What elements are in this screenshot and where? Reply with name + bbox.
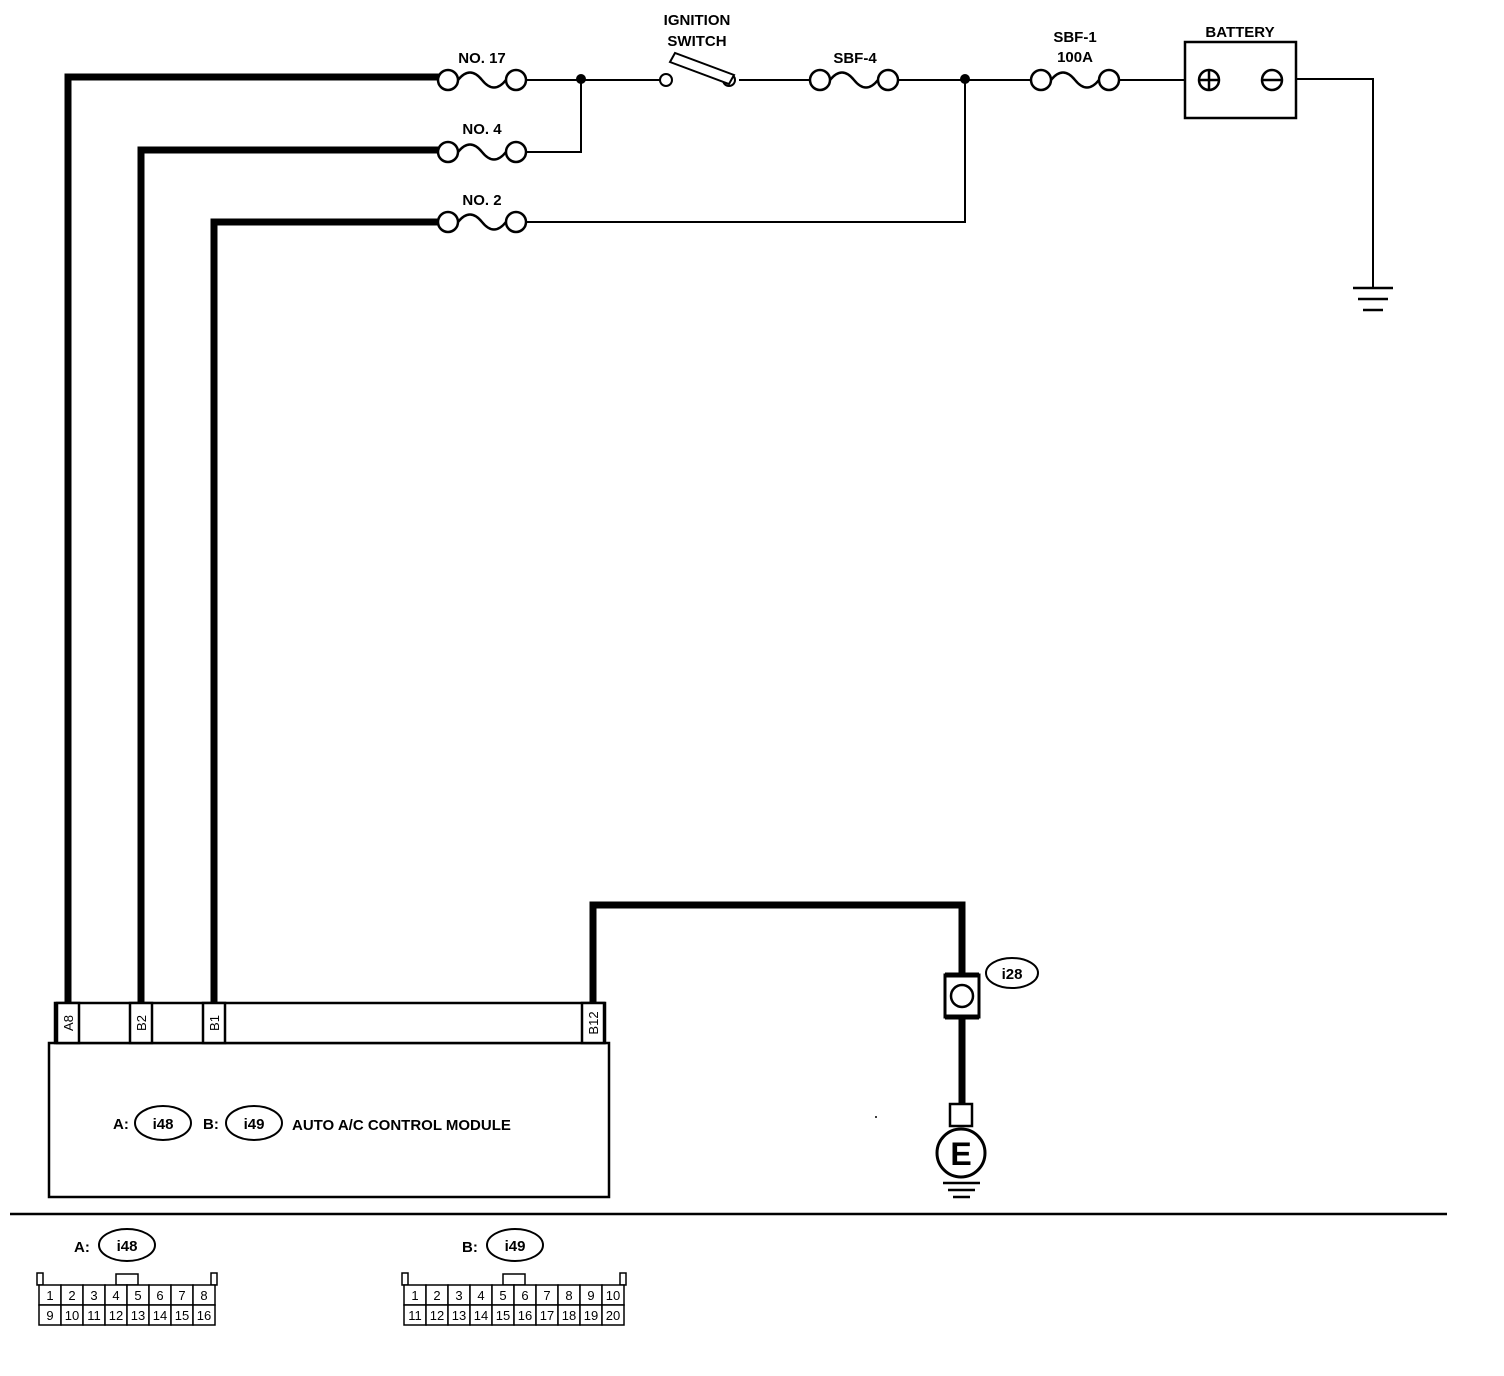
connector-pin-number: 10: [65, 1308, 79, 1323]
connector-pin-number: 9: [587, 1288, 594, 1303]
connector-pin-cell: [601, 1304, 625, 1326]
connector-pin-cell: [192, 1304, 216, 1326]
ignition-switch: [659, 51, 736, 87]
module-conn-a-prefix: A:: [113, 1116, 129, 1133]
connector-pin-number: 15: [175, 1308, 189, 1323]
connector-pin-number: 1: [46, 1288, 53, 1303]
connector-pin-number: 16: [518, 1308, 532, 1323]
ground-connector-i28: [943, 972, 981, 1020]
pin-b12-label: B12: [586, 1011, 601, 1034]
fuse-sbf1-label: SBF-1: [1053, 29, 1096, 46]
module-name: AUTO A/C CONTROL MODULE: [292, 1117, 511, 1134]
connector-pin-number: 4: [112, 1288, 119, 1303]
fuse-sbf4: [808, 68, 900, 92]
ground-icon: [943, 1181, 980, 1199]
fuse-sbf1: [1029, 68, 1121, 92]
fuse-no17-label: NO. 17: [458, 50, 506, 67]
fuse-no2-label: NO. 2: [462, 192, 501, 209]
battery-label: BATTERY: [1205, 24, 1274, 41]
connector-b-id: i49: [505, 1238, 526, 1255]
ground-icon: [1353, 286, 1393, 312]
connector-pin-number: 5: [499, 1288, 506, 1303]
connector-i28-tag: [985, 957, 1039, 989]
ignition-switch-label-line2: SWITCH: [667, 33, 726, 50]
connector-pin-number: 20: [606, 1308, 620, 1323]
pin-a8-label: A8: [61, 1015, 76, 1031]
control-module: [47, 1001, 611, 1199]
module-conn-b-id: i49: [244, 1116, 265, 1133]
connector-a-prefix: A:: [74, 1239, 90, 1256]
ground-terminal-e: [935, 1102, 987, 1179]
module-conn-a-tag: [134, 1105, 192, 1141]
connector-i28-label: i28: [1002, 966, 1023, 983]
pin-b2-label: B2: [134, 1015, 149, 1031]
connector-side-tab: [36, 1272, 44, 1286]
connector-pin-number: 13: [131, 1308, 145, 1323]
connector-pin-number: 8: [565, 1288, 572, 1303]
connector-pin-number: 11: [87, 1308, 101, 1323]
connector-pin-number: 7: [178, 1288, 185, 1303]
speck: [875, 1116, 877, 1118]
connector-pin-number: 2: [433, 1288, 440, 1303]
connector-pin-number: 14: [153, 1308, 167, 1323]
connector-pin-number: 9: [46, 1308, 53, 1323]
battery: [1183, 40, 1298, 120]
connector-pin-number: 12: [109, 1308, 123, 1323]
wire-b12: [589, 901, 966, 1003]
connector-pin-number: 15: [496, 1308, 510, 1323]
connector-side-tab: [401, 1272, 409, 1286]
fuse-no4: [436, 140, 528, 164]
connector-b-prefix: B:: [462, 1239, 478, 1256]
connector-side-tab: [210, 1272, 218, 1286]
connector-pin-number: 7: [543, 1288, 550, 1303]
fuse-no2: [436, 210, 528, 234]
ignition-switch-label-line1: IGNITION: [664, 12, 731, 29]
harness-wires: [64, 73, 966, 1104]
connector-pin-number: 4: [477, 1288, 484, 1303]
connector-pin-number: 19: [584, 1308, 598, 1323]
connector-a-id: i48: [117, 1238, 138, 1255]
connector-pin-number: 10: [606, 1288, 620, 1303]
connector-key: [115, 1273, 139, 1286]
connector-key: [502, 1273, 526, 1286]
connector-pin-number: 18: [562, 1308, 576, 1323]
fuse-sbf1-rating: 100A: [1057, 49, 1093, 66]
wire-b2: [137, 146, 448, 1003]
fuse-sbf4-label: SBF-4: [833, 50, 877, 67]
connector-a-tag: [98, 1228, 156, 1262]
connector-pin-number: 6: [156, 1288, 163, 1303]
connector-pin-number: 3: [90, 1288, 97, 1303]
connector-pin-number: 12: [430, 1308, 444, 1323]
ground-terminal-e-label: E: [950, 1136, 971, 1172]
junction-dot: [960, 74, 970, 84]
wire-b1: [210, 218, 448, 1003]
pin-b1-label: B1: [207, 1015, 222, 1031]
connector-pin-number: 8: [200, 1288, 207, 1303]
module-conn-a-id: i48: [153, 1116, 174, 1133]
wire-a8: [64, 73, 448, 1003]
connector-pin-number: 14: [474, 1308, 488, 1323]
fuse-no4-label: NO. 4: [462, 121, 502, 138]
connector-pin-number: 6: [521, 1288, 528, 1303]
connector-pin-number: 16: [197, 1308, 211, 1323]
connector-pin-number: 2: [68, 1288, 75, 1303]
connector-b-tag: [486, 1228, 544, 1262]
connector-pin-number: 3: [455, 1288, 462, 1303]
connector-pin-number: 1: [411, 1288, 418, 1303]
connector-side-tab: [619, 1272, 627, 1286]
connector-pin-number: 5: [134, 1288, 141, 1303]
connector-pin-number: 13: [452, 1308, 466, 1323]
connector-pin-number: 17: [540, 1308, 554, 1323]
module-conn-b-prefix: B:: [203, 1116, 219, 1133]
fuse-no17: [436, 68, 528, 92]
module-conn-b-tag: [225, 1105, 283, 1141]
connector-pin-number: 11: [408, 1308, 422, 1323]
junction-dot: [576, 74, 586, 84]
